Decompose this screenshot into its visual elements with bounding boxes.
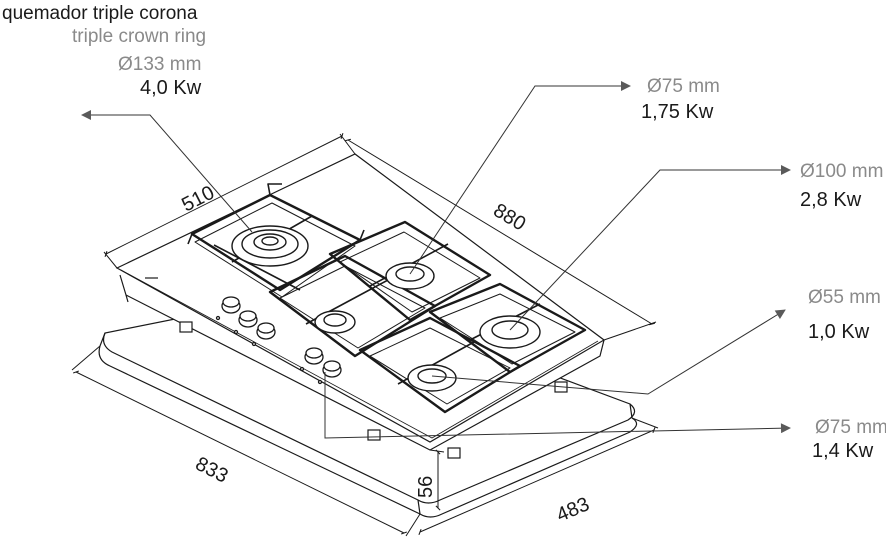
burner-1-subtitle: triple crown ring [72,26,207,47]
knob-3 [256,322,276,340]
knob-2 [238,310,258,328]
burner-triple-crown [231,225,309,267]
burner-3-power: 2,8 Kw [800,189,862,211]
dim-width-label: 880 [489,199,529,235]
leader-lines [81,81,791,439]
dimension-lines [71,133,659,537]
dim-cutout-depth-label: 483 [553,493,592,526]
burner-1-power: 4,0 Kw [140,77,202,99]
burner-5-diameter: Ø75 mm [815,417,886,438]
knob-4 [304,347,324,365]
burner-middle [314,310,356,334]
burner-4-diameter: Ø55 mm [808,287,881,308]
burner-2-diameter: Ø75 mm [647,76,720,97]
burner-front [407,364,457,392]
knob-1 [221,296,241,314]
burner-5-power: 1,4 Kw [812,440,874,462]
burner-right [479,315,541,349]
burner-rear-right [385,262,435,290]
burner-2-power: 1,75 Kw [641,101,714,123]
dim-cutout-width-label: 833 [192,453,232,488]
burner-1-name: quemador triple corona [2,3,198,24]
burner-1-diameter: Ø133 mm [118,54,202,75]
burner-4-power: 1,0 Kw [808,321,870,343]
knob-5 [322,360,342,378]
dim-height-label: 56 [415,476,437,498]
burner-3-diameter: Ø100 mm [800,161,884,182]
